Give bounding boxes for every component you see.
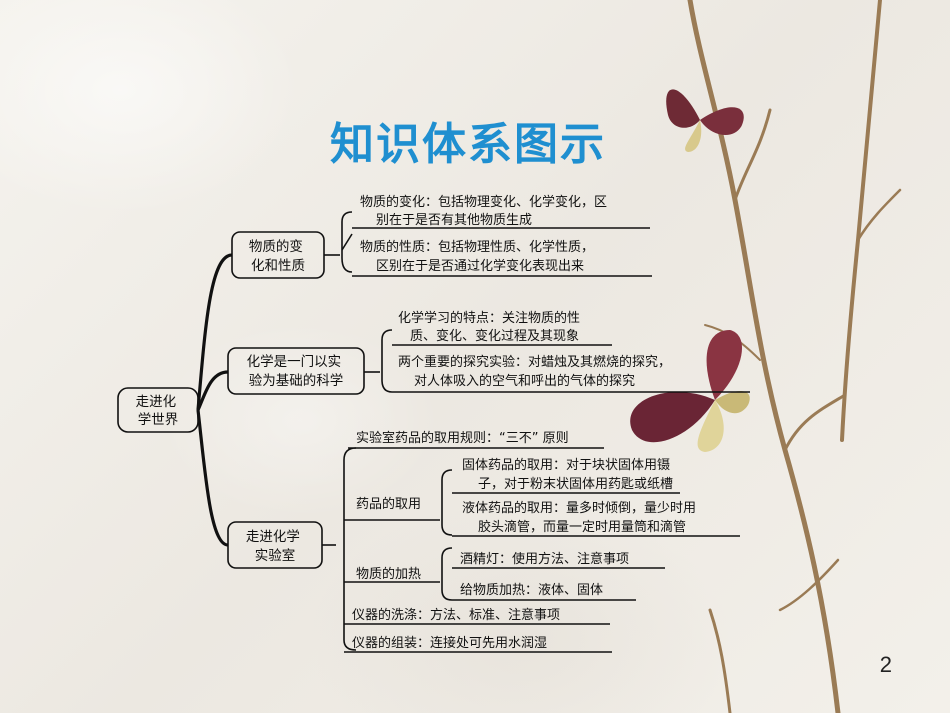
branch3-heat-label: 物质的加热 bbox=[356, 566, 421, 582]
branch3-assemble: 仪器的组装：连接处可先用水润湿 bbox=[352, 635, 547, 651]
connector-branch2 bbox=[196, 370, 229, 411]
root-node-label: 走进化 学世界 bbox=[136, 394, 181, 428]
branch3-wash: 仪器的洗涤：方法、标准、注意事项 bbox=[352, 607, 560, 623]
branch2-label: 化学是一门以实 验为基础的科学 bbox=[247, 354, 346, 389]
branch3-heat-lamp: 酒精灯：使用方法、注意事项 bbox=[460, 551, 629, 567]
branch2-box bbox=[227, 347, 365, 395]
branch3-heat-matter: 给物质加热：液体、固体 bbox=[460, 583, 603, 598]
branch1-leaf-property: 物质的性质：包括物理性质、化学性质， 区别在于是否通过化学变化表现出来 bbox=[360, 239, 598, 274]
branch1-bracket bbox=[341, 211, 353, 273]
butterfly-middle bbox=[630, 330, 750, 452]
branch3-take-liquid: 液体药品的取用：量多时倾倒，量少时用 胶头滴管，而量一定时用量筒和滴管 bbox=[462, 500, 700, 535]
branch2-leaf-features: 化学学习的特点：关注物质的性 质、变化、变化过程及其现象 bbox=[398, 310, 584, 344]
branch3-rule: 实验室药品的取用规则：“三不” 原则 bbox=[356, 430, 569, 446]
branch3-take-solid: 固体药品的取用：对于块状固体用镊 子，对于粉末状固体用药匙或纸槽 bbox=[462, 457, 674, 492]
page-title: 知识体系图示 bbox=[330, 119, 606, 170]
branch1-mid-tick bbox=[341, 233, 353, 251]
branch1-leaf-change: 物质的变化：包括物理变化、化学变化，区 别在于是否有其他物质生成 bbox=[360, 194, 611, 228]
branch2-leaf-experiments: 两个重要的探究实验：对蜡烛及其燃烧的探究， 对人体吸入的空气和呼出的气体的探究 bbox=[398, 354, 675, 389]
page-number: 2 bbox=[879, 652, 892, 677]
connector-branch3 bbox=[196, 409, 229, 547]
branch1-label: 物质的变 化和性质 bbox=[249, 239, 307, 274]
branch3-label: 走进化学 实验室 bbox=[246, 529, 304, 564]
butterfly-top bbox=[666, 89, 744, 152]
branch3-take-label: 药品的取用 bbox=[356, 496, 421, 512]
connector-branch1 bbox=[196, 253, 233, 411]
